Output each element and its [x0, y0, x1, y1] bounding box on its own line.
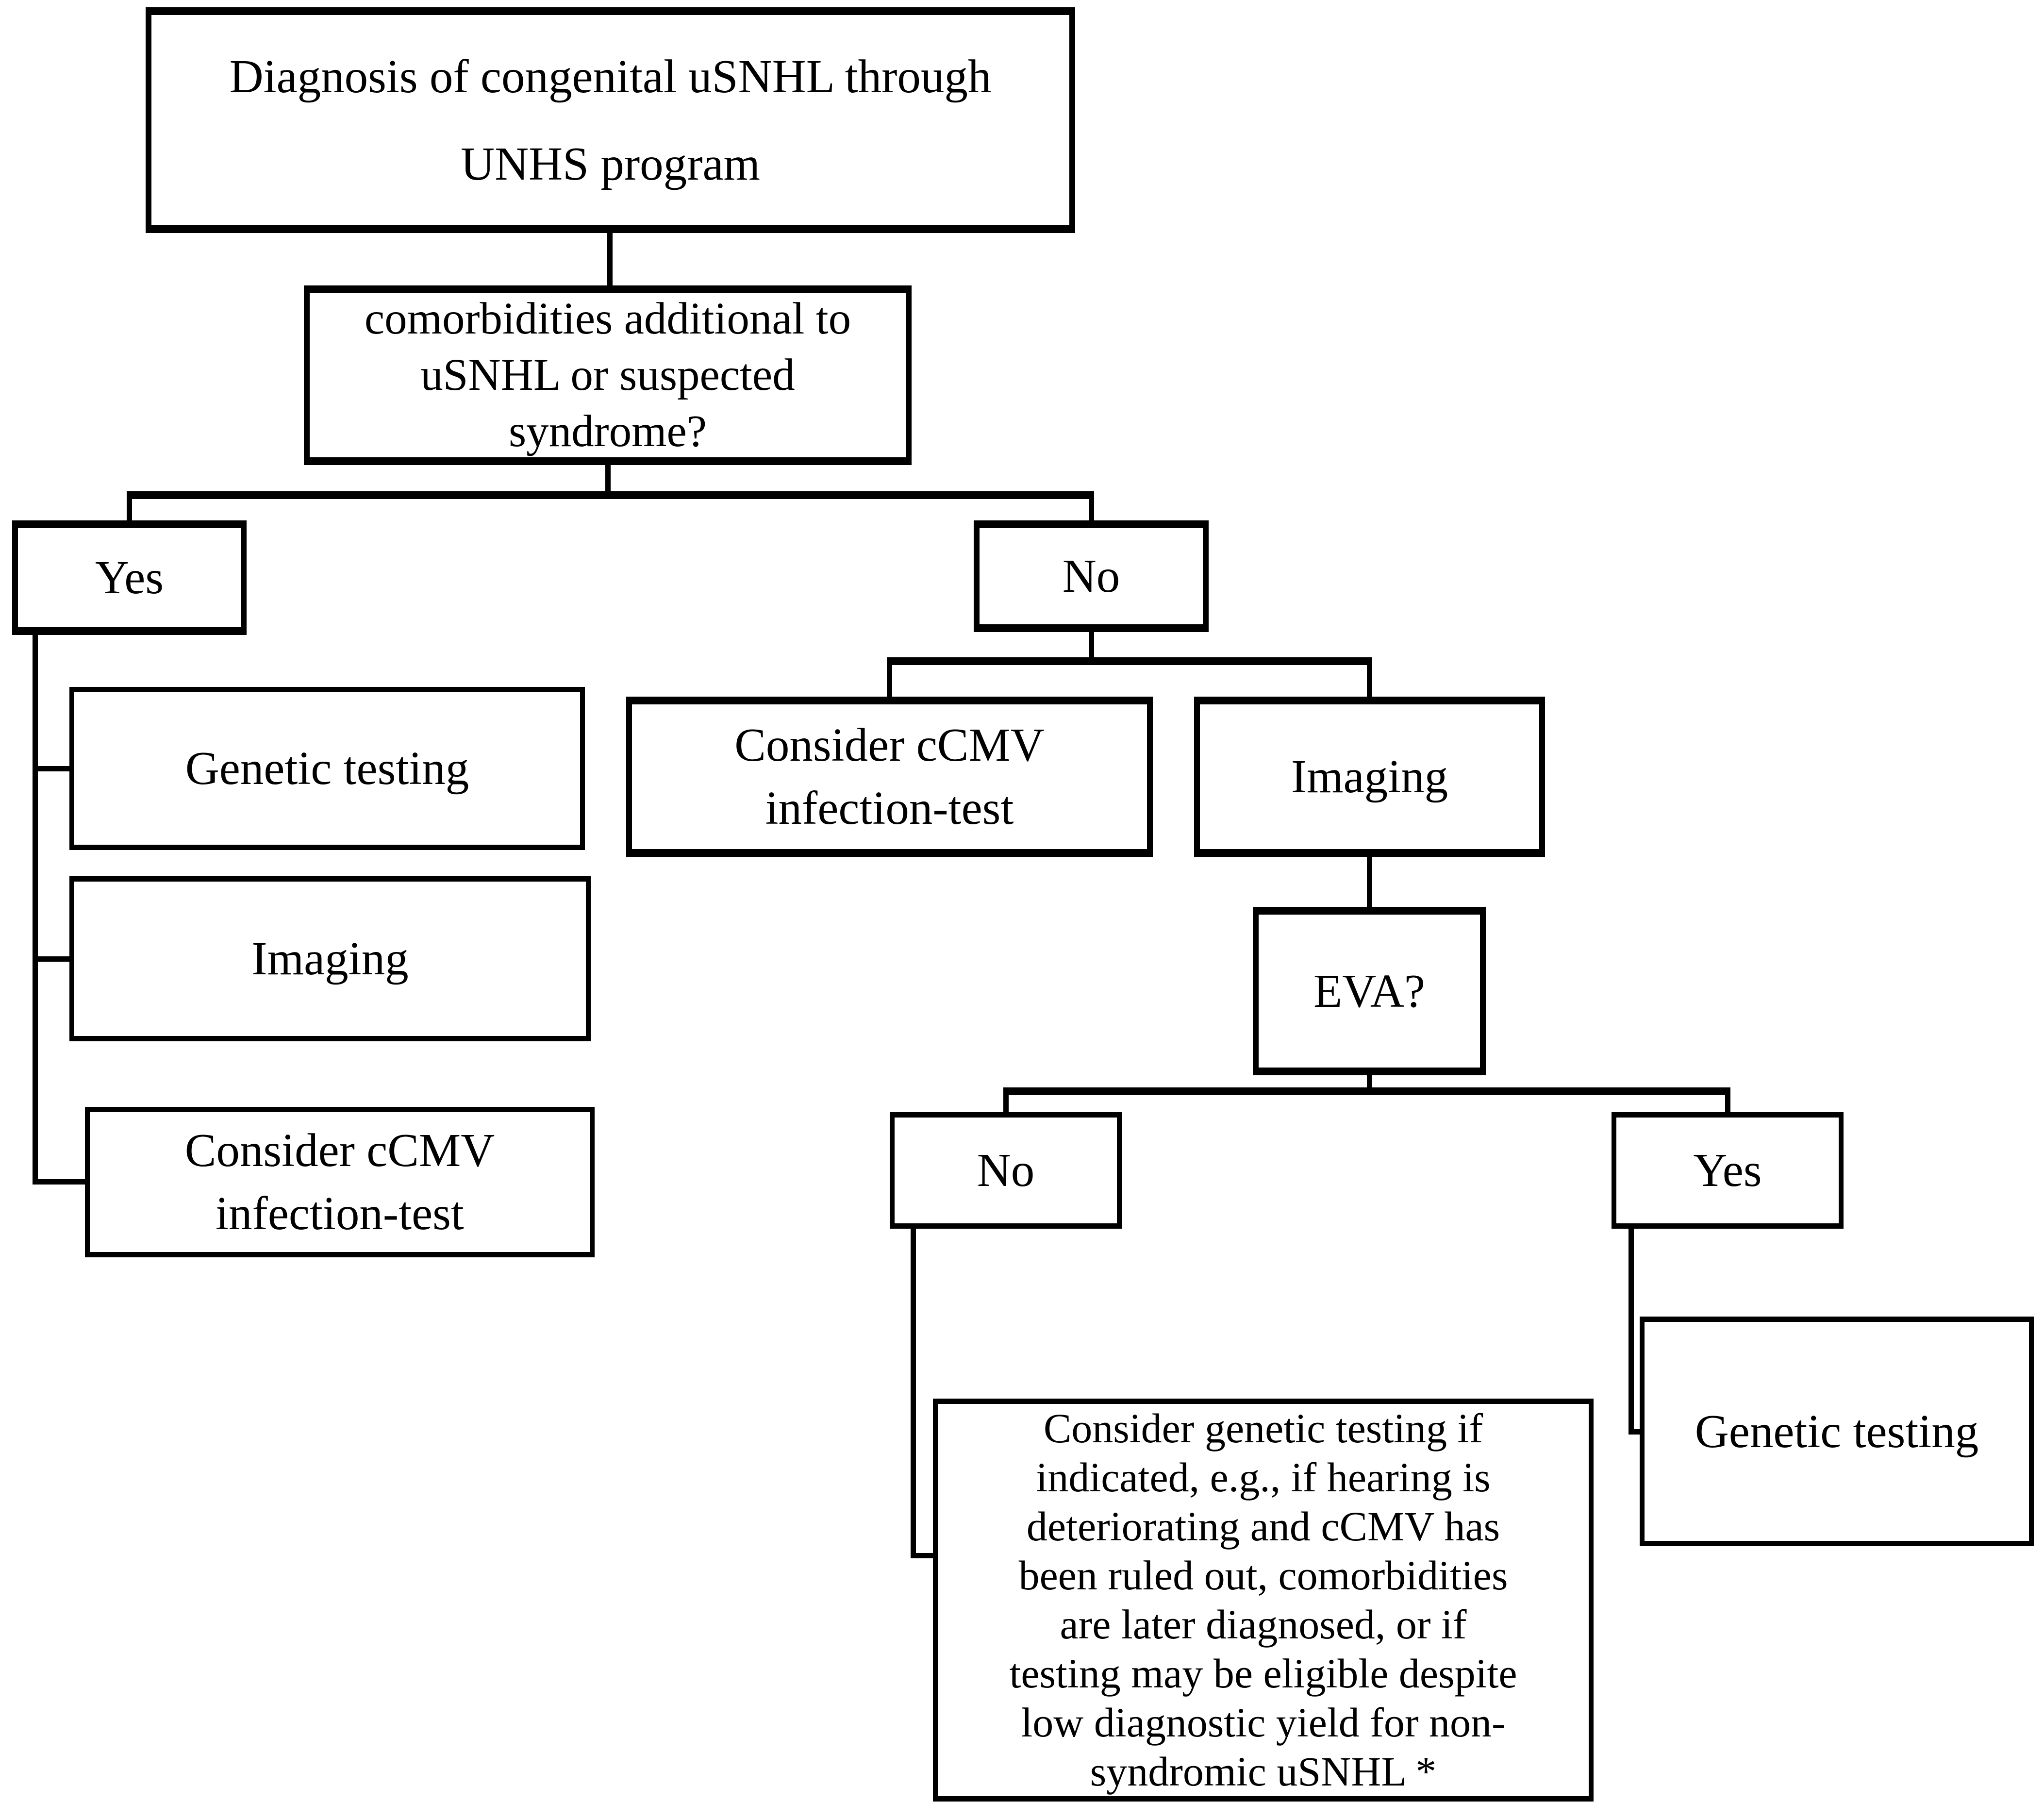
connector-trunk-to-ccmv — [33, 1179, 87, 1185]
connector-split2 — [887, 657, 1372, 665]
connector-no-eva-down — [911, 1227, 916, 1558]
connector-split1-to-yes — [127, 491, 132, 522]
node-imaging-left-label: Imaging — [251, 933, 409, 985]
node-eva-question-label: EVA? — [1313, 965, 1425, 1017]
node-no-eva-label: No — [977, 1144, 1035, 1197]
node-yes-comorbidities: Yes — [12, 520, 247, 635]
connector-split3-to-yes — [1725, 1087, 1730, 1114]
node-comorbidities-question-label: comorbidities additional to uSNHL or sus… — [364, 293, 851, 457]
node-ccmv-left-label: Consider cCMV infection-test — [184, 1124, 495, 1239]
node-eva-question: EVA? — [1253, 907, 1486, 1075]
connector-split1 — [127, 491, 1094, 499]
connector-yes-eva-down — [1629, 1227, 1634, 1435]
connector-split3 — [1003, 1087, 1730, 1095]
node-genetic-testing-left-label: Genetic testing — [185, 742, 469, 795]
node-genetic-testing-left: Genetic testing — [69, 687, 585, 850]
connector-split1-to-no — [1089, 491, 1094, 522]
node-diagnosis: Diagnosis of congenital uSNHL through UN… — [146, 7, 1075, 233]
node-imaging-left: Imaging — [69, 876, 591, 1041]
node-diagnosis-label: Diagnosis of congenital uSNHL through UN… — [229, 50, 992, 190]
connector-eva-to-split3 — [1367, 1073, 1372, 1093]
connector-trunk-to-imaging — [33, 956, 71, 962]
node-yes-eva: Yes — [1612, 1112, 1844, 1229]
connector-trunk-to-genetic — [33, 766, 71, 771]
connector-split3-to-no — [1003, 1087, 1009, 1114]
connector-no-to-split2 — [1089, 630, 1094, 660]
connector-split2-to-ccmv — [887, 657, 892, 699]
node-comorbidities-question: comorbidities additional to uSNHL or sus… — [304, 285, 912, 465]
connector-no-eva-to-consider — [911, 1553, 938, 1558]
node-consider-genetic: Consider genetic testing if indicated, e… — [933, 1399, 1594, 1802]
node-ccmv-left: Consider cCMV infection-test — [85, 1107, 595, 1257]
node-no-comorbidities-label: No — [1062, 550, 1120, 602]
node-no-eva: No — [890, 1112, 1122, 1229]
node-consider-genetic-label: Consider genetic testing if indicated, e… — [1009, 1404, 1517, 1795]
node-yes-comorbidities-label: Yes — [95, 551, 164, 604]
node-genetic-testing-right: Genetic testing — [1640, 1317, 2034, 1546]
connector-yes-eva-to-genetic — [1629, 1429, 1645, 1435]
connector-yes-trunk — [33, 631, 38, 1185]
connector-imaging-to-eva — [1367, 854, 1372, 909]
node-genetic-testing-right-label: Genetic testing — [1695, 1405, 1979, 1457]
connector-split2-to-imaging — [1367, 657, 1372, 699]
node-imaging-right-label: Imaging — [1291, 751, 1448, 803]
node-ccmv-right-label: Consider cCMV infection-test — [734, 719, 1045, 834]
connector-diagnosis-to-question — [607, 231, 613, 287]
connector-question-to-split1 — [605, 463, 611, 499]
node-yes-eva-label: Yes — [1693, 1144, 1762, 1197]
node-ccmv-right: Consider cCMV infection-test — [626, 697, 1153, 857]
node-imaging-right: Imaging — [1194, 697, 1545, 857]
node-no-comorbidities: No — [974, 520, 1209, 632]
